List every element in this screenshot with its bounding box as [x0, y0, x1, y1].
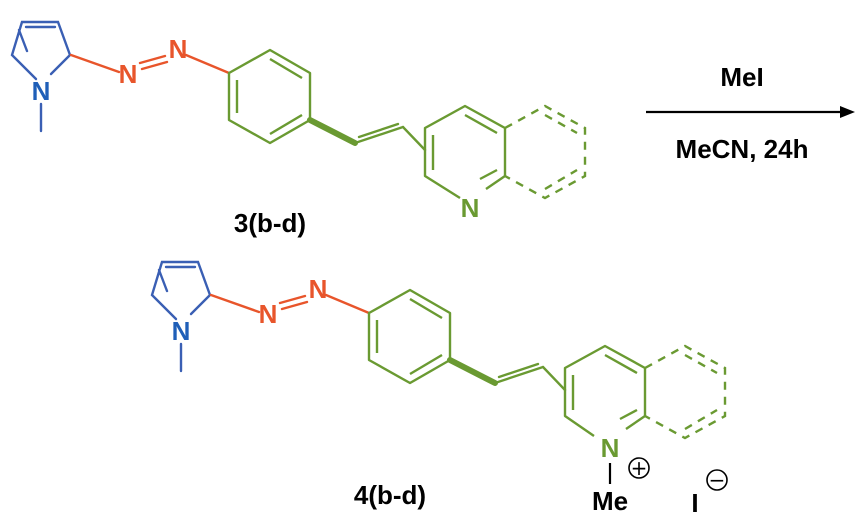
n-methyl-label: Me [592, 486, 628, 516]
azo-nitrogen-1: N [259, 299, 278, 329]
benzene-ring [367, 288, 452, 385]
cation-charge-sign: + [631, 456, 648, 480]
reaction-arrow: MeI MeCN, 24h [646, 62, 855, 164]
pyrrole-nitrogen: N [32, 76, 51, 106]
cation-charge: + [628, 456, 650, 480]
vinylene-bridge [447, 357, 567, 392]
azo-nitrogen-1: N [119, 59, 138, 89]
conditions-label: MeCN, 24h [676, 134, 809, 164]
pyrrole-ring [10, 20, 72, 133]
quinolinium-nitrogen: N [601, 433, 620, 463]
azo-nitrogen-2: N [169, 34, 188, 64]
pyrrole-ring [150, 260, 212, 373]
quinoline-nitrogen: N [461, 193, 480, 223]
quinolinium-ring [563, 344, 647, 437]
reactant-structure: N N N [10, 20, 587, 238]
reactant-label: 3(b-d) [234, 208, 306, 238]
fused-benzo-ring-dashed [504, 104, 587, 200]
azo-bond [209, 293, 371, 315]
vinylene-bridge [307, 117, 427, 152]
product-structure: N N N [150, 260, 728, 518]
benzene-ring [227, 48, 312, 145]
anion-charge-sign: − [709, 468, 726, 492]
azo-bond [69, 53, 231, 75]
product-label: 4(b-d) [354, 480, 426, 510]
anion-charge: − [706, 468, 728, 492]
reagent-label: MeI [720, 62, 763, 92]
azo-nitrogen-2: N [309, 274, 328, 304]
pyrrole-nitrogen: N [172, 316, 191, 346]
counterion-label: I [691, 488, 698, 518]
fused-benzo-ring-dashed [644, 344, 727, 440]
quinoline-ring [423, 104, 507, 200]
